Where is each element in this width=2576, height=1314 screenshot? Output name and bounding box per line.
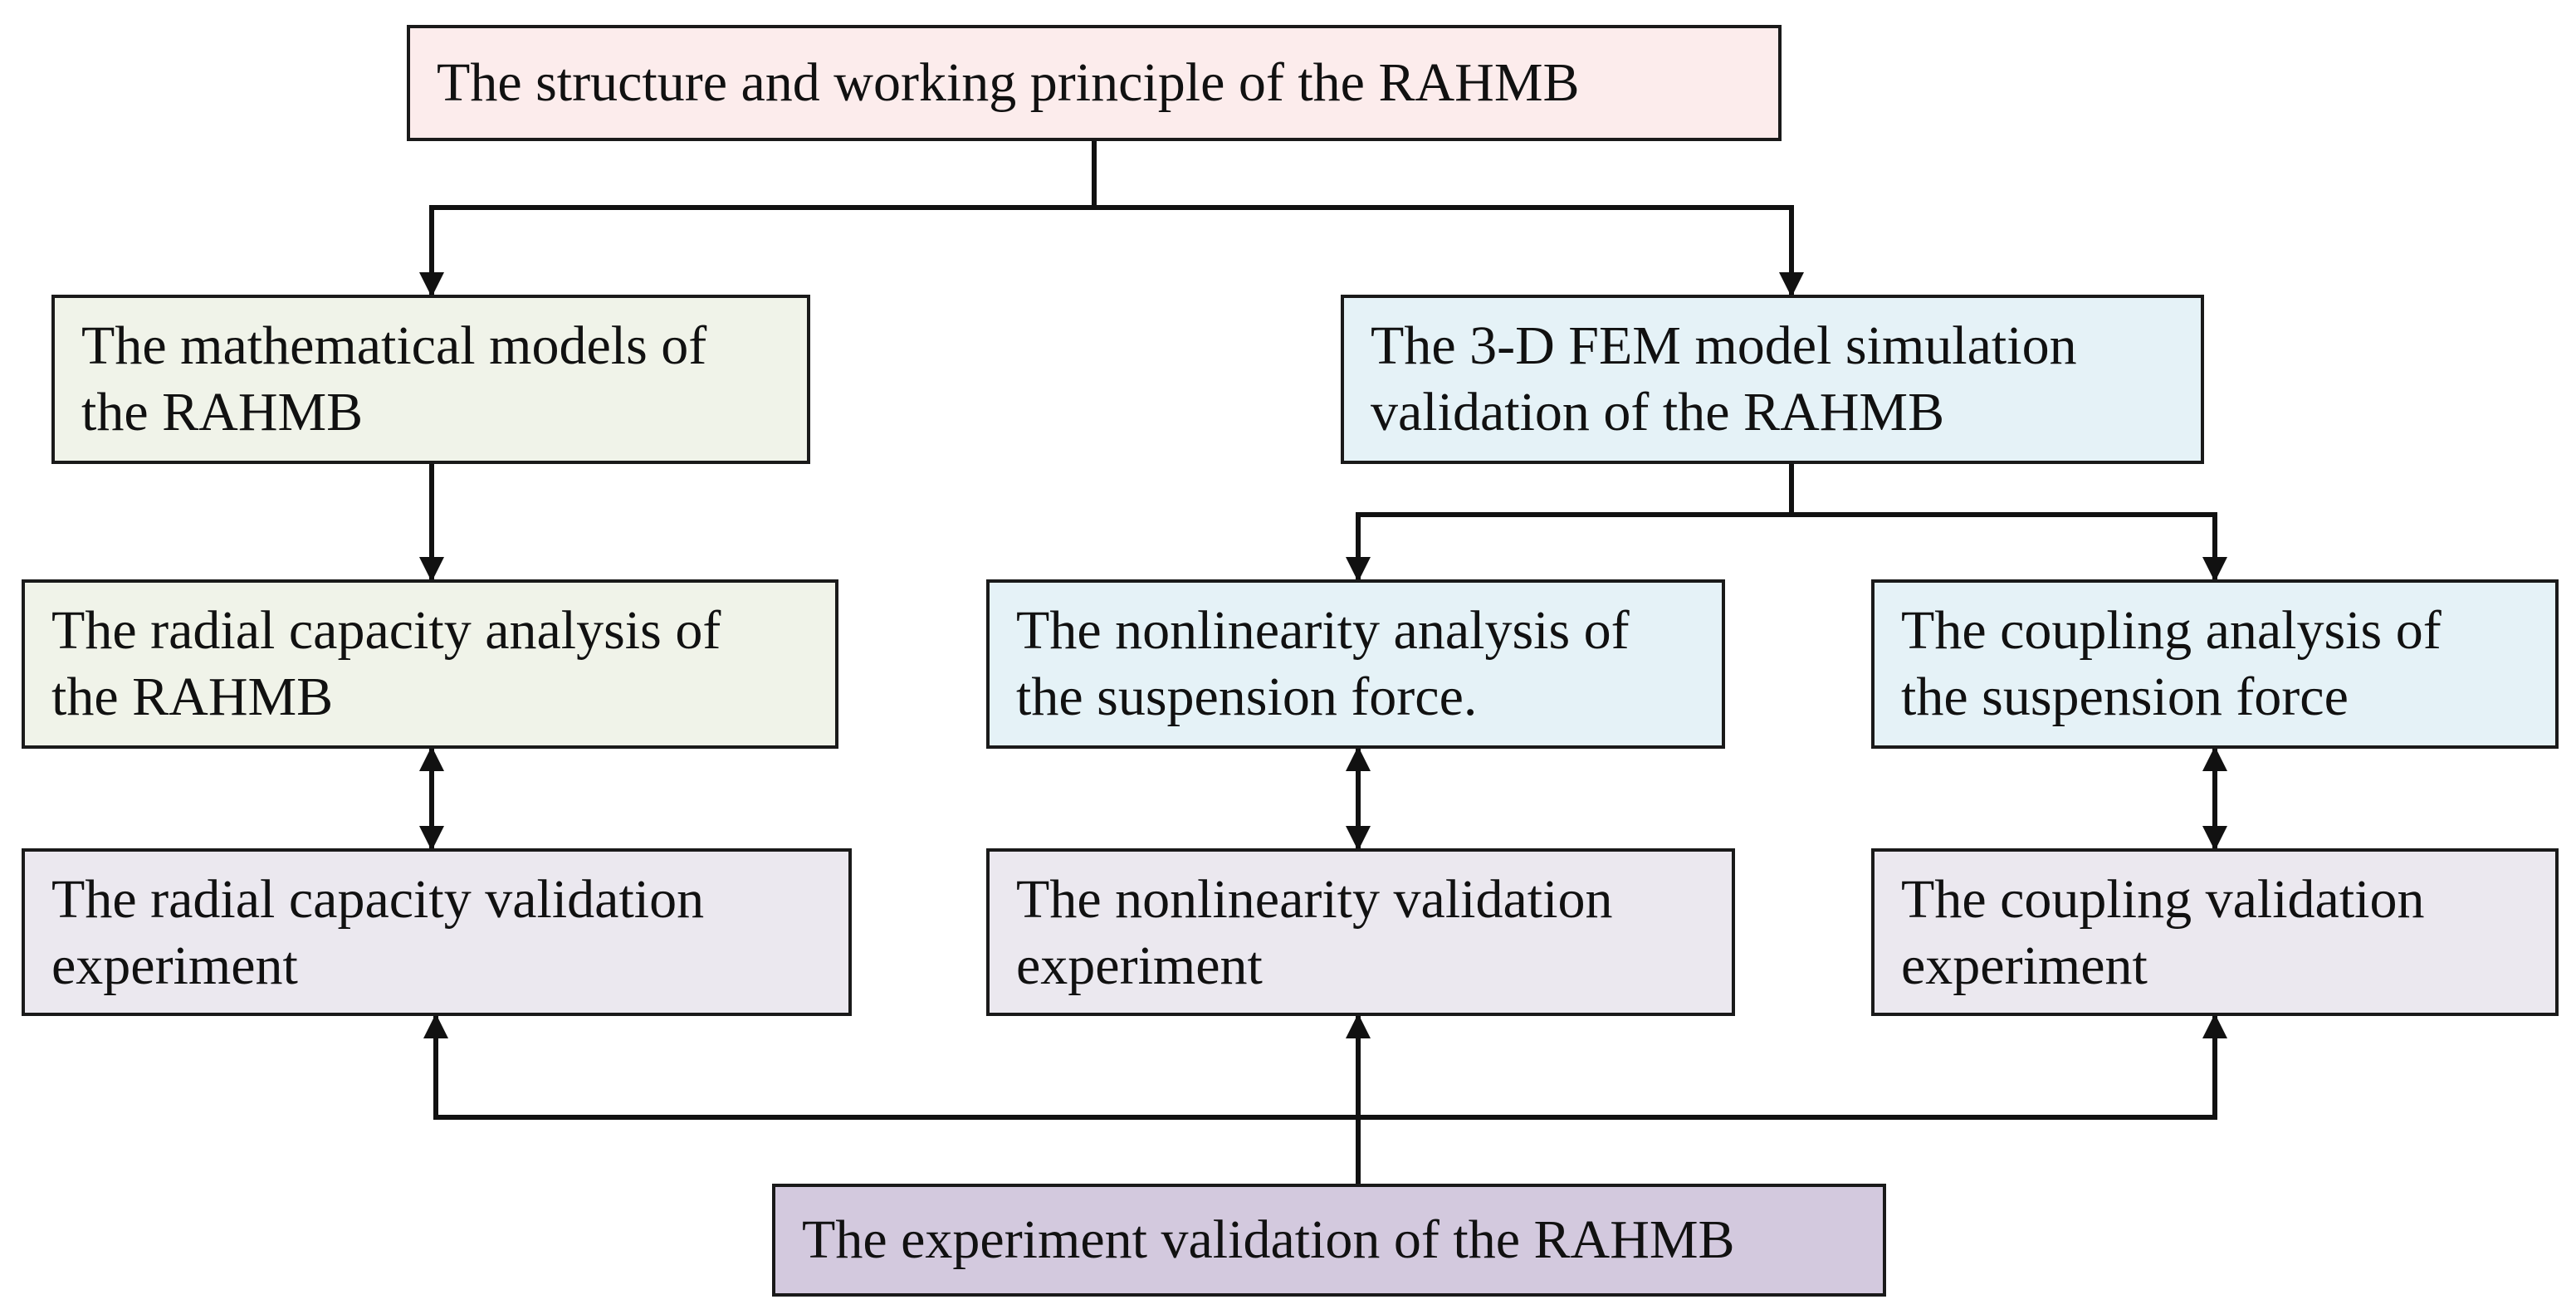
- node-line: The coupling analysis of: [1901, 600, 2442, 661]
- node-line: the RAHMB: [81, 382, 364, 442]
- node-line: validation of the RAHMB: [1371, 382, 1945, 442]
- node-coupling-experiment: The coupling validation experiment: [1871, 848, 2559, 1016]
- edge-experiment-to-coupling_exp: [1358, 1014, 2227, 1120]
- node-structure-principle: The structure and working principle of t…: [407, 25, 1782, 141]
- edge-structure-to-math_models: [419, 141, 1097, 297]
- node-line: The experiment validation of the RAHMB: [802, 1209, 1735, 1270]
- node-line: The coupling validation: [1901, 869, 2425, 930]
- node-radial-capacity-experiment: The radial capacity validation experimen…: [22, 848, 852, 1016]
- node-line: The structure and working principle of t…: [437, 52, 1580, 113]
- node-line: experiment: [1016, 935, 1263, 996]
- node-line: The nonlinearity validation: [1016, 869, 1613, 930]
- node-line: The radial capacity analysis of: [51, 600, 721, 661]
- node-line: the RAHMB: [51, 667, 334, 727]
- node-line: The radial capacity validation: [51, 869, 705, 930]
- node-line: The 3-D FEM model simulation: [1371, 315, 2077, 376]
- node-line: the suspension force.: [1016, 667, 1478, 727]
- node-nonlinearity-analysis: The nonlinearity analysis of the suspens…: [986, 579, 1725, 749]
- node-experiment-validation: The experiment validation of the RAHMB: [772, 1184, 1886, 1297]
- edge-fem_sim-to-nonlin_analysis: [1346, 464, 1794, 582]
- node-line: The nonlinearity analysis of: [1016, 600, 1630, 661]
- node-fem-simulation: The 3-D FEM model simulation validation …: [1341, 295, 2204, 464]
- node-radial-capacity-analysis: The radial capacity analysis of the RAHM…: [22, 579, 838, 749]
- node-line: experiment: [51, 935, 298, 996]
- edge-structure-to-fem_sim: [1092, 141, 1804, 297]
- node-coupling-analysis: The coupling analysis of the suspension …: [1871, 579, 2559, 749]
- node-line: the suspension force: [1901, 667, 2349, 727]
- node-line: experiment: [1901, 935, 2148, 996]
- edge-fem_sim-to-coupling_analysis: [1789, 464, 2227, 582]
- edge-experiment-to-nonlin_exp: [423, 1014, 1358, 1120]
- node-line: The mathematical models of: [81, 315, 707, 376]
- node-nonlinearity-experiment: The nonlinearity validation experiment: [986, 848, 1735, 1016]
- edge-layer: [419, 141, 2227, 1184]
- node-mathematical-models: The mathematical models of the RAHMB: [51, 295, 810, 464]
